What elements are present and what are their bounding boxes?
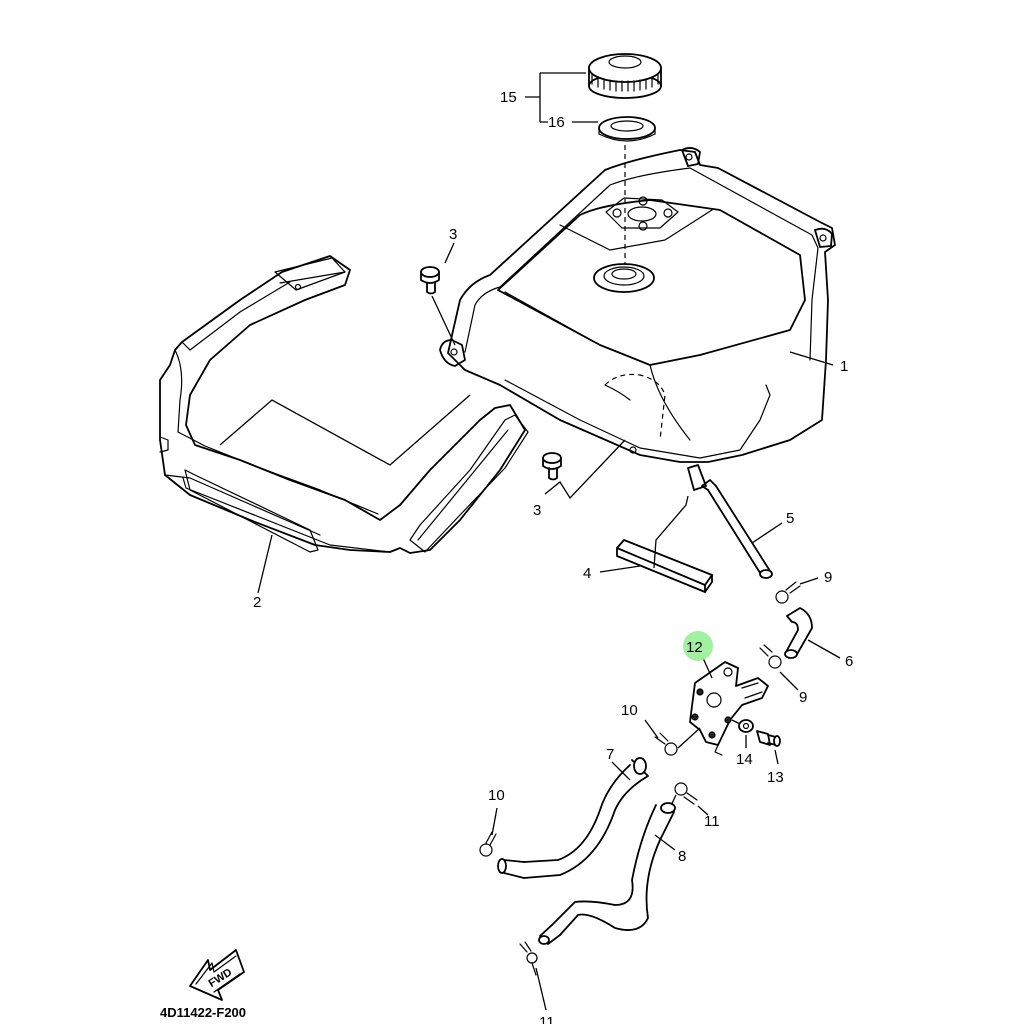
callout-16: 16 xyxy=(548,114,565,131)
callout-8: 8 xyxy=(678,848,686,865)
callout-14: 14 xyxy=(736,751,753,768)
callout-3-upper: 3 xyxy=(449,226,457,243)
bolt-upper xyxy=(420,266,440,295)
fuel-cap xyxy=(588,53,662,99)
hose-clip-10-upper xyxy=(654,732,678,756)
fuel-hose-short xyxy=(784,607,813,659)
hose-clip-11-upper xyxy=(674,782,698,805)
drain-hose xyxy=(538,802,676,945)
callout-7: 7 xyxy=(606,746,614,763)
hose-clip-lower xyxy=(759,644,782,669)
callout-11-lower: 11 xyxy=(539,1014,555,1024)
highlight-marker xyxy=(683,631,713,661)
fuel-tank xyxy=(439,147,836,491)
fwd-arrow-icon xyxy=(189,949,245,1001)
callout-6: 6 xyxy=(845,653,853,670)
callout-10-lower: 10 xyxy=(488,787,505,804)
callout-11-upper: 11 xyxy=(704,813,720,830)
callout-5: 5 xyxy=(786,510,794,527)
callout-2: 2 xyxy=(253,594,261,611)
cap-gasket xyxy=(598,116,656,142)
bolt-lower xyxy=(542,452,562,481)
diagram-code: 4D11422-F200 xyxy=(160,1005,246,1020)
callout-12: 12 xyxy=(686,639,703,656)
hose-clip-11-lower xyxy=(519,941,538,976)
callout-9-lower: 9 xyxy=(799,689,807,706)
callout-10-upper: 10 xyxy=(621,702,638,719)
callout-4: 4 xyxy=(583,565,591,582)
fuel-pipe xyxy=(701,479,773,579)
callout-1: 1 xyxy=(840,358,848,375)
callout-13: 13 xyxy=(767,769,784,786)
hose-clip-upper xyxy=(775,581,801,604)
hose-clip-10-lower xyxy=(479,831,497,857)
side-cover xyxy=(159,255,529,554)
callout-9-upper: 9 xyxy=(824,569,832,586)
pad-strip xyxy=(616,539,713,593)
fuel-cock xyxy=(689,661,769,756)
callout-15: 15 xyxy=(500,89,517,106)
callout-3-lower: 3 xyxy=(533,502,541,519)
fuel-hose-long xyxy=(497,757,649,879)
cock-bolt xyxy=(756,730,781,747)
washer xyxy=(738,719,754,733)
